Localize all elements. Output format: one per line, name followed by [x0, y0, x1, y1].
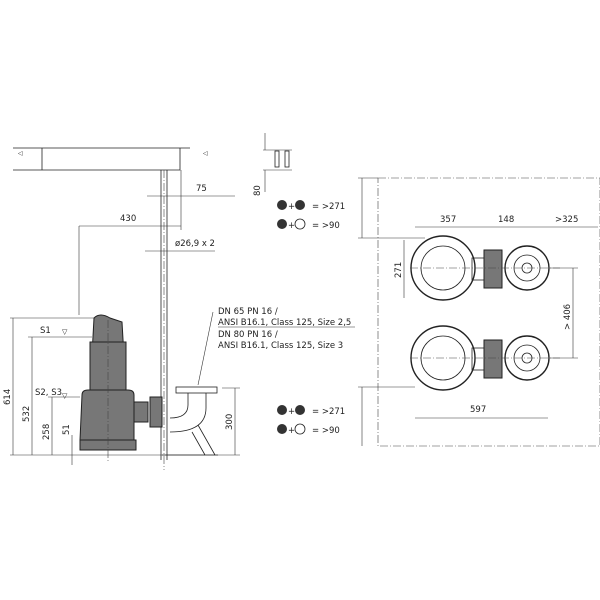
plus-sign: +	[288, 221, 295, 231]
bracket-detail: 80	[253, 133, 292, 196]
dimension-430-label: 430	[120, 214, 136, 224]
dimension-271-label: 271	[394, 262, 404, 278]
flange-label-3: DN 80 PN 16 /	[218, 330, 278, 340]
dimension-80-label: 80	[253, 185, 263, 196]
legend-both-running: = >271	[312, 407, 345, 417]
dimension-325-label: >325	[555, 215, 578, 225]
flange-label-4: ANSI B16.1, Class 125, Size 3	[218, 341, 343, 351]
dimension-614-label: 614	[3, 389, 13, 405]
dimension-75: 75	[147, 170, 235, 230]
level-s2-s3-label: S2, S3	[35, 388, 62, 398]
dimension-300-label: 300	[225, 414, 235, 430]
plan-view: 357 148 >325 271 > 406 597	[358, 177, 600, 447]
dimension-597-label: 597	[470, 405, 486, 415]
legend-both-running: = >271	[312, 202, 345, 212]
pump-plan-bottom	[410, 325, 560, 391]
dimension-430: 430	[78, 214, 181, 315]
svg-text:▽: ▽	[62, 328, 68, 336]
dimension-51-label: 51	[62, 424, 72, 435]
legend-bottom: + = >271 + = >90	[277, 405, 345, 436]
flange-callout: DN 65 PN 16 / ANSI B16.1, Class 125, Siz…	[197, 307, 355, 386]
dimension-357-label: 357	[440, 215, 456, 225]
plus-sign: +	[288, 407, 295, 417]
pump-plan-top	[410, 235, 560, 301]
dimension-406-label: > 406	[563, 304, 573, 330]
flange-label-2: ANSI B16.1, Class 125, Size 2,5	[218, 318, 351, 328]
ceiling-slab: ◁ ◁	[13, 147, 208, 171]
legend-top: + = >271 + = >90	[277, 200, 345, 231]
dimension-148-label: 148	[498, 215, 514, 225]
svg-text:◁: ◁	[203, 150, 208, 157]
plus-sign: +	[288, 202, 295, 212]
flange-label-1: DN 65 PN 16 /	[218, 307, 278, 317]
dimension-75-label: 75	[196, 184, 207, 194]
dimension-258-label: 258	[42, 424, 52, 440]
svg-text:▽: ▽	[62, 392, 68, 400]
pipe-diameter-label: ø26,9 x 2	[175, 239, 215, 249]
pump-side-view	[79, 314, 163, 462]
dimension-532-label: 532	[22, 406, 32, 422]
level-s1-label: S1	[40, 326, 51, 336]
legend-one-running: = >90	[312, 221, 340, 231]
dimension-pipe: ø26,9 x 2	[145, 239, 215, 252]
legend-one-running: = >90	[312, 426, 340, 436]
height-dimensions: 614 532 258 51 S1 S2, S3 ▽ ▽ 300	[3, 317, 240, 465]
svg-text:◁: ◁	[18, 150, 23, 157]
discharge-elbow	[162, 386, 218, 456]
plus-sign: +	[288, 426, 295, 436]
